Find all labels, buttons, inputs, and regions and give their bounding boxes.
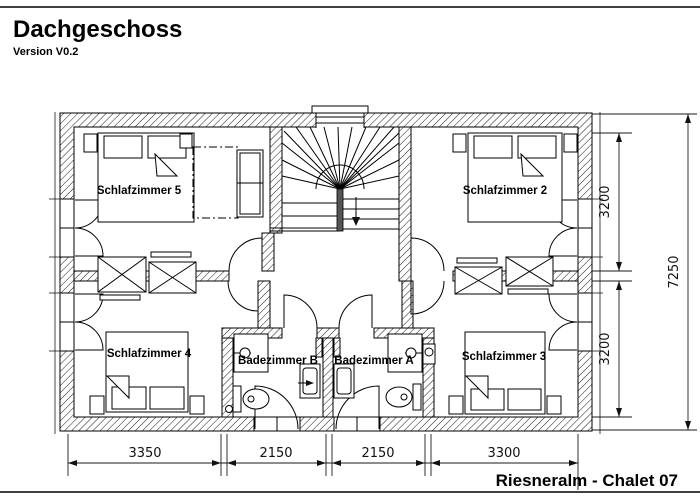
door-bath-b-balcony bbox=[254, 385, 299, 430]
nightstand bbox=[546, 395, 562, 415]
staircase bbox=[270, 126, 400, 232]
bath-wall-left bbox=[221, 337, 234, 418]
door-badezimmer-a bbox=[338, 294, 373, 329]
bath-wall-right bbox=[422, 337, 435, 418]
hall-wall-left-lower bbox=[257, 280, 271, 331]
shower-head-icon bbox=[405, 347, 417, 359]
stair-down-arrow-icon bbox=[352, 197, 360, 226]
room-schlafzimmer-3 bbox=[448, 331, 562, 415]
room-label-badezimmer-b: Badezimmer B bbox=[238, 355, 318, 367]
washbasin bbox=[299, 363, 321, 399]
stair-handrail bbox=[336, 188, 344, 232]
hall-wall-left-upper bbox=[261, 232, 275, 272]
stair-wall-left bbox=[269, 126, 283, 234]
roof-slope-dashed-area bbox=[192, 146, 239, 219]
dimensions-bottom: 3350 2150 2150 3300 bbox=[67, 434, 579, 490]
bath-wall-divider bbox=[322, 337, 334, 418]
nightstand bbox=[563, 133, 578, 153]
floor-drain-icon bbox=[225, 405, 233, 413]
door-balcony-sz4 bbox=[74, 293, 104, 323]
door-swings bbox=[74, 199, 578, 430]
room-label-badezimmer-a: Badezimmer A bbox=[334, 355, 413, 367]
stair-window bbox=[311, 105, 369, 128]
version-label: Version V0.2 bbox=[13, 46, 78, 58]
pillow bbox=[473, 135, 513, 159]
pillow bbox=[517, 135, 557, 159]
shelf bbox=[150, 251, 192, 258]
shaft-right bbox=[333, 337, 341, 358]
nightstand bbox=[89, 395, 105, 415]
dim-right-upper: 3200 bbox=[598, 185, 613, 218]
dim-bottom-3: 2150 bbox=[361, 446, 394, 461]
shelf bbox=[456, 257, 498, 264]
dim-right-lower: 3200 bbox=[598, 332, 613, 365]
toilet-cistern bbox=[232, 385, 242, 413]
shower-head-icon bbox=[239, 347, 251, 359]
project-title: Riesneralm - Chalet 07 bbox=[496, 471, 678, 490]
blanket-fold bbox=[520, 152, 545, 177]
door-schlafzimmer-2 bbox=[410, 237, 445, 272]
wall-openings bbox=[49, 105, 603, 432]
pillow bbox=[149, 386, 185, 410]
toilet-cistern bbox=[412, 383, 422, 411]
nightstand bbox=[448, 395, 464, 415]
shelf bbox=[99, 294, 141, 301]
wall-fixture bbox=[422, 343, 436, 365]
room-label-schlafzimmer-2: Schlafzimmer 2 bbox=[463, 185, 547, 197]
washbasin bbox=[333, 363, 355, 399]
dim-right-total: 7250 bbox=[667, 255, 682, 288]
door-badezimmer-b bbox=[283, 294, 318, 329]
door-schlafzimmer-4 bbox=[227, 280, 259, 312]
corridor-closets bbox=[97, 251, 554, 301]
blanket-fold bbox=[464, 375, 489, 400]
dimensions-right: 3200 3200 7250 bbox=[592, 113, 697, 431]
pillow bbox=[507, 388, 542, 411]
dim-bottom-2: 2150 bbox=[259, 446, 292, 461]
room-label-schlafzimmer-4: Schlafzimmer 4 bbox=[107, 348, 192, 360]
door-balcony-sz3 bbox=[548, 293, 578, 323]
shelf bbox=[507, 288, 549, 295]
stair-wall-right bbox=[398, 126, 412, 282]
bath-wall-top-mid bbox=[316, 327, 340, 339]
dim-bottom-1: 3350 bbox=[128, 446, 161, 461]
jamb-ticks bbox=[49, 198, 603, 352]
pillow bbox=[103, 135, 143, 159]
faucet-icon bbox=[306, 380, 314, 386]
nightstand bbox=[189, 395, 205, 415]
nightstand bbox=[83, 133, 98, 153]
room-schlafzimmer-4 bbox=[89, 331, 205, 415]
door-schlafzimmer-5 bbox=[228, 237, 263, 272]
nightstand bbox=[452, 133, 467, 153]
room-label-schlafzimmer-5: Schlafzimmer 5 bbox=[97, 185, 182, 197]
nightstand bbox=[179, 133, 193, 149]
room-schlafzimmer-5 bbox=[83, 132, 264, 223]
toilet bbox=[242, 388, 270, 410]
blanket-fold bbox=[154, 152, 179, 177]
room-badezimmer-b bbox=[225, 333, 321, 413]
dim-bottom-4: 3300 bbox=[487, 446, 520, 461]
room-schlafzimmer-2 bbox=[452, 132, 578, 223]
room-badezimmer-a bbox=[333, 333, 436, 411]
toilet bbox=[385, 386, 413, 408]
blanket-fold bbox=[105, 375, 130, 400]
door-schlafzimmer-3 bbox=[410, 280, 445, 315]
page-title: Dachgeschoss bbox=[13, 16, 182, 43]
room-label-schlafzimmer-3: Schlafzimmer 3 bbox=[462, 351, 546, 363]
shaft-left bbox=[315, 337, 323, 358]
